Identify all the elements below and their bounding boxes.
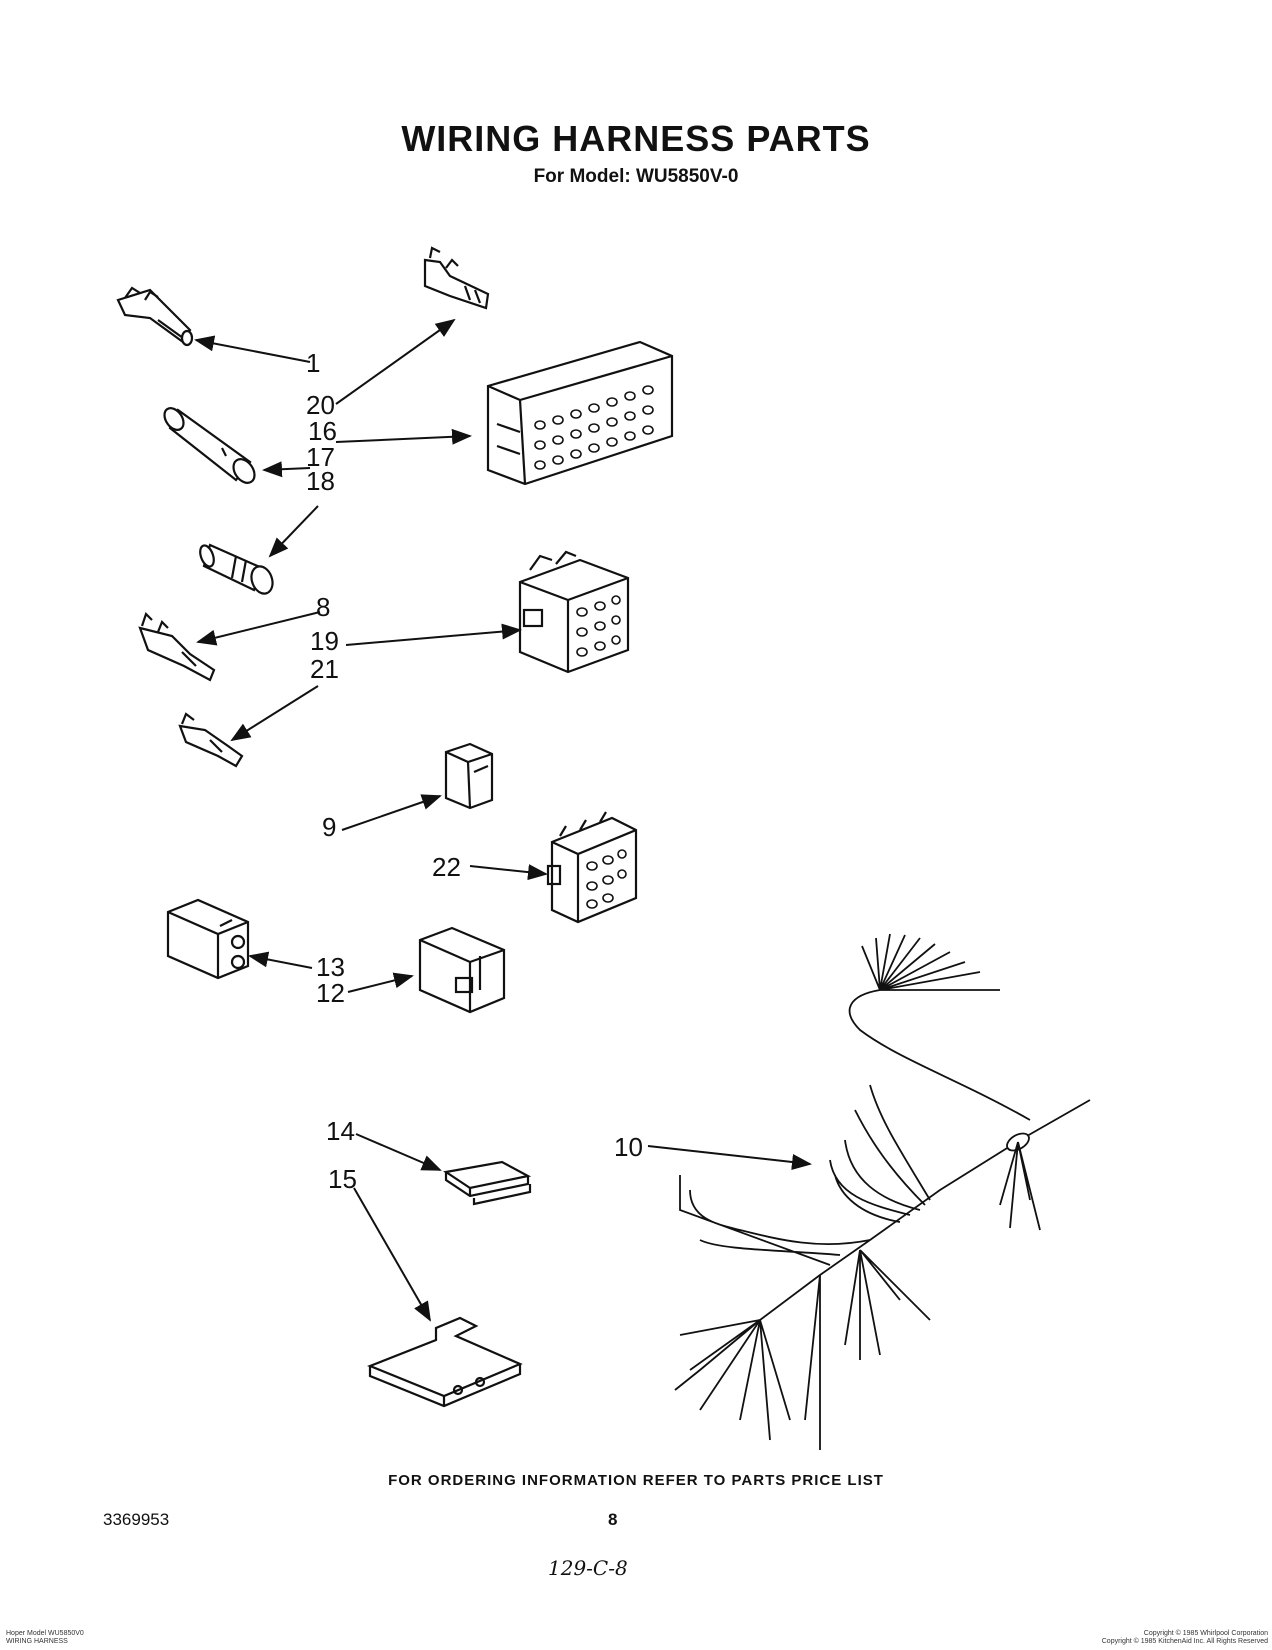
- document-number: 3369953: [103, 1510, 170, 1529]
- bottom-right-line2: Copyright © 1985 KitchenAid Inc. All Rig…: [1101, 1638, 1268, 1645]
- leader-8: [196, 611, 321, 646]
- leader-17: [262, 461, 311, 478]
- part-15-bracket-drawing: [367, 1316, 523, 1408]
- part-12-receptacle-drawing: [418, 926, 506, 1014]
- ordering-note: FOR ORDERING INFORMATION REFER TO PARTS …: [388, 1472, 884, 1489]
- callout-8: 8: [316, 592, 331, 622]
- page-number: 8: [608, 1510, 618, 1529]
- leader-12: [347, 972, 414, 993]
- part-21-terminal-drawing: [178, 712, 244, 768]
- part-17-sleeve-drawing: [163, 407, 256, 484]
- callout-22: 22: [432, 852, 461, 882]
- callout-17: 17: [306, 442, 335, 472]
- callout-16: 16: [308, 416, 337, 446]
- leader-16: [335, 428, 472, 445]
- leader-21: [230, 685, 319, 742]
- part-14-block-drawing: [443, 1160, 532, 1206]
- part-22-connector-drawing: [546, 811, 638, 924]
- callout-13: 13: [316, 952, 345, 982]
- callout-14: 14: [326, 1116, 355, 1146]
- model-subtitle: For Model: WU5850V-0: [533, 166, 739, 187]
- part-9-housing-drawing: [444, 742, 494, 810]
- part-8-terminal-drawing: [138, 611, 216, 682]
- leader-13: [248, 951, 313, 969]
- page-title: WIRING HARNESS PARTS: [401, 118, 871, 159]
- callout-10: 10: [614, 1132, 643, 1162]
- leader-1: [194, 335, 311, 363]
- leader-lines: [194, 318, 812, 1322]
- part-13-plug-drawing: [166, 898, 250, 980]
- part-18-bushing-drawing: [199, 543, 274, 595]
- callout-21: 21: [310, 654, 339, 684]
- leader-10: [647, 1145, 812, 1170]
- bottom-left-line2: WIRING HARNESS: [6, 1638, 68, 1645]
- bottom-right-copyright: Copyright © 1985 Whirlpool Corporation C…: [1000, 1630, 1268, 1646]
- part-16-connector-block-drawing: [486, 340, 674, 486]
- callout-15: 15: [328, 1164, 357, 1194]
- leader-19: [345, 623, 522, 646]
- leader-14: [355, 1133, 442, 1171]
- bottom-right-line1: Copyright © 1985 Whirlpool Corporation: [1143, 1630, 1268, 1637]
- leader-15: [353, 1187, 431, 1322]
- part-20-terminal-drawing: [423, 246, 490, 310]
- part-10-harness-drawing: [674, 933, 1091, 1450]
- part-19-housing-drawing: [518, 550, 630, 674]
- handwritten-note: 129-C-8: [548, 1556, 628, 1580]
- callout-20: 20: [306, 390, 335, 420]
- leader-22: [469, 864, 548, 881]
- callout-1: 1: [306, 348, 321, 378]
- leader-20: [335, 318, 456, 405]
- bottom-left-caption: Hoper Model WU5850V0 WIRING HARNESS: [6, 1630, 84, 1646]
- callout-12: 12: [316, 978, 345, 1008]
- callout-9: 9: [322, 812, 337, 842]
- leader-18: [268, 505, 319, 558]
- part-1-terminal-drawing: [116, 286, 194, 347]
- callout-19: 19: [310, 626, 339, 656]
- callout-18: 18: [306, 466, 335, 496]
- leader-9: [341, 794, 442, 831]
- bottom-left-line1: Hoper Model WU5850V0: [6, 1630, 84, 1637]
